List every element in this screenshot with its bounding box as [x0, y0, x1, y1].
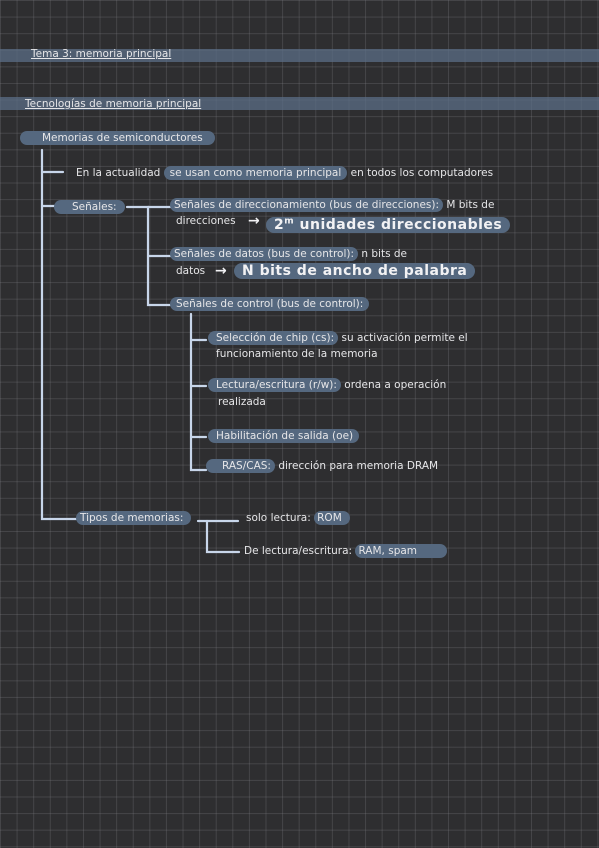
- addr-line1: Señales de direccionamiento (bus de dire…: [170, 197, 494, 213]
- control-item-cs: Selección de chip (cs): su activación pe…: [208, 330, 468, 346]
- data-rest: n bits de: [361, 248, 407, 260]
- readwrite-highlight: RAM, spam: [355, 544, 448, 558]
- intro-post: en todos los computadores: [350, 167, 494, 179]
- addr-rest: M bits de: [446, 199, 495, 211]
- types-readonly: solo lectura: ROM: [246, 510, 350, 526]
- addr-line2: direcciones: [176, 213, 236, 229]
- section-title: Tecnologías de memoria principal: [25, 98, 202, 110]
- readonly-pre: solo lectura:: [246, 512, 311, 524]
- control-line: Señales de control (bus de control):: [170, 296, 370, 312]
- signals-node: Señales:: [54, 199, 125, 215]
- intro-highlight: se usan como memoria principal: [163, 166, 348, 180]
- addr-result-sup: m: [284, 216, 295, 226]
- rascas-highlight: RAS/CAS:: [206, 459, 275, 473]
- types-label: Tipos de memorias:: [76, 511, 192, 525]
- data-line2: datos: [176, 263, 205, 279]
- topic-title: Tema 3: memoria principal: [31, 48, 172, 60]
- types-readwrite: De lectura/escritura: RAM, spam: [244, 543, 448, 559]
- cs-highlight: Selección de chip (cs):: [208, 331, 339, 345]
- addr-result-base: 2: [274, 216, 285, 233]
- data-result-highlight: N bits de ancho de palabra: [234, 263, 476, 279]
- intro-line: En la actualidad se usan como memoria pr…: [76, 165, 493, 181]
- section-band: [0, 97, 599, 110]
- readonly-highlight: ROM: [314, 511, 350, 525]
- oe-highlight: Habilitación de salida (oe): [208, 429, 360, 443]
- control-item-oe: Habilitación de salida (oe): [208, 428, 360, 444]
- rascas-rest: dirección para memoria DRAM: [278, 460, 439, 472]
- rw-highlight: Lectura/escritura (r/w):: [208, 378, 341, 392]
- data-line2-text: datos: [176, 265, 206, 277]
- addr-result: 2m unidades direccionables: [266, 213, 511, 233]
- control-item-rascas: RAS/CAS: dirección para memoria DRAM: [206, 458, 438, 474]
- control-item-rw: Lectura/escritura (r/w): ordena a operac…: [208, 377, 446, 393]
- control-highlight: Señales de control (bus de control):: [170, 297, 370, 311]
- rw-rest: ordena a operación: [344, 379, 447, 391]
- root-label: Memorias de semiconductores: [20, 131, 215, 145]
- data-arrow: →: [215, 263, 228, 279]
- cs-rest: su activación permite el: [341, 332, 468, 344]
- data-highlight: Señales de datos (bus de control):: [170, 247, 359, 261]
- control-item-cs-line2: funcionamiento de la memoria: [216, 348, 378, 360]
- types-node: Tipos de memorias:: [76, 510, 192, 526]
- root-node: Memorias de semiconductores: [20, 130, 215, 146]
- data-result: N bits de ancho de palabra: [234, 263, 476, 279]
- addr-line2-text: direcciones: [176, 215, 236, 227]
- intro-pre: En la actualidad: [76, 167, 161, 179]
- signals-label: Señales:: [54, 200, 125, 214]
- readwrite-pre: De lectura/escritura:: [244, 545, 353, 557]
- control-item-rw-line2: realizada: [218, 396, 266, 408]
- data-line1: Señales de datos (bus de control): n bit…: [170, 246, 407, 262]
- addr-highlight: Señales de direccionamiento (bus de dire…: [170, 198, 444, 212]
- topic-band: [0, 49, 599, 62]
- addr-result-highlight: 2m unidades direccionables: [266, 216, 511, 233]
- addr-result-text: unidades direccionables: [299, 216, 503, 233]
- addr-arrow: →: [248, 213, 261, 229]
